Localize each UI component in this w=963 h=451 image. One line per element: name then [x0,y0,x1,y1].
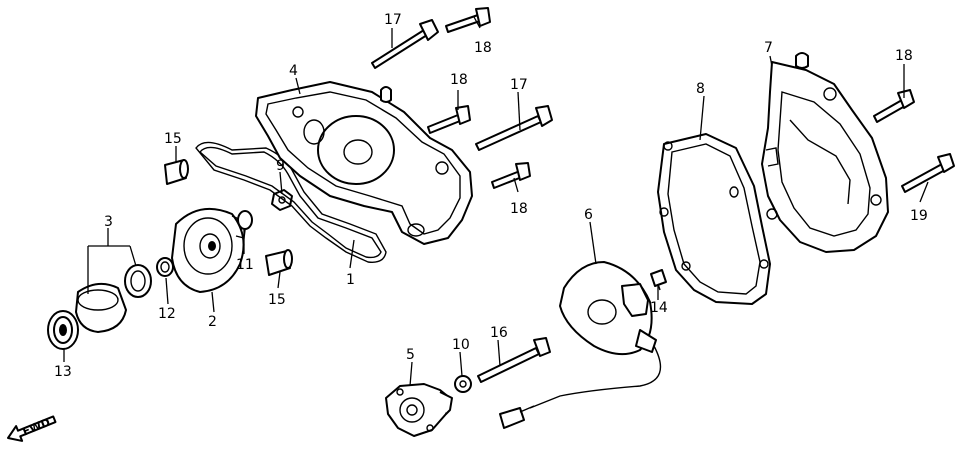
label-15-upper: 15 [164,131,182,147]
fwd-arrow-icon [7,415,57,442]
part-11-o-ring [237,210,253,230]
label-18-top: 18 [474,40,492,56]
part-6-pulser-plate [499,261,662,429]
part-16-bolt [477,337,551,383]
label-1: 1 [346,272,355,288]
part-13-oil-seal [47,310,79,350]
label-2: 2 [208,314,217,330]
label-11: 11 [236,257,254,273]
part-18-bolt-right [873,89,915,123]
fwd-label: FWD [21,416,53,439]
label-9: 9 [276,158,285,174]
label-14: 14 [650,300,668,316]
label-18-lower: 18 [510,201,528,217]
label-6: 6 [584,207,593,223]
part-2-impeller [171,207,247,293]
part-17-bolt-upper-right [475,105,553,151]
part-5-pump-housing [385,383,453,437]
label-18-middle: 18 [450,72,468,88]
part-8-cover-gasket [657,133,771,305]
part-19-bolt [901,153,955,193]
label-17-right: 17 [510,77,528,93]
part-10-washer [454,375,472,393]
part-14-sensor-bolt [650,269,667,291]
label-7: 7 [764,40,773,56]
fwd-indicator: FWD [7,415,57,442]
label-5: 5 [406,347,415,363]
part-7-side-cover [761,52,889,253]
part-15-dowel-pin-upper [164,159,189,185]
label-19: 19 [910,208,928,224]
label-17-upper: 17 [384,12,402,28]
label-3: 3 [104,214,113,230]
label-12: 12 [158,306,176,322]
part-labels: 17 18 4 18 17 18 15 9 1 8 7 18 19 6 14 1… [54,12,928,380]
part-18-bolt-top [445,7,491,33]
part-12-washer [156,257,174,277]
label-13: 13 [54,364,72,380]
label-16: 16 [490,325,508,341]
label-4: 4 [289,63,298,79]
part-3-bearing-set [75,264,152,333]
part-15-dowel-pin-lower [265,249,293,276]
part-18-bolt-lower [491,162,531,189]
leader-lines [63,16,929,387]
label-18-right: 18 [895,48,913,64]
part-4-pump-cover [255,81,473,245]
label-15-lower: 15 [268,292,286,308]
label-8: 8 [696,81,705,97]
label-10: 10 [452,337,470,353]
part-18-bolt-middle [427,105,471,134]
part-17-bolt-upper-left [371,19,439,69]
